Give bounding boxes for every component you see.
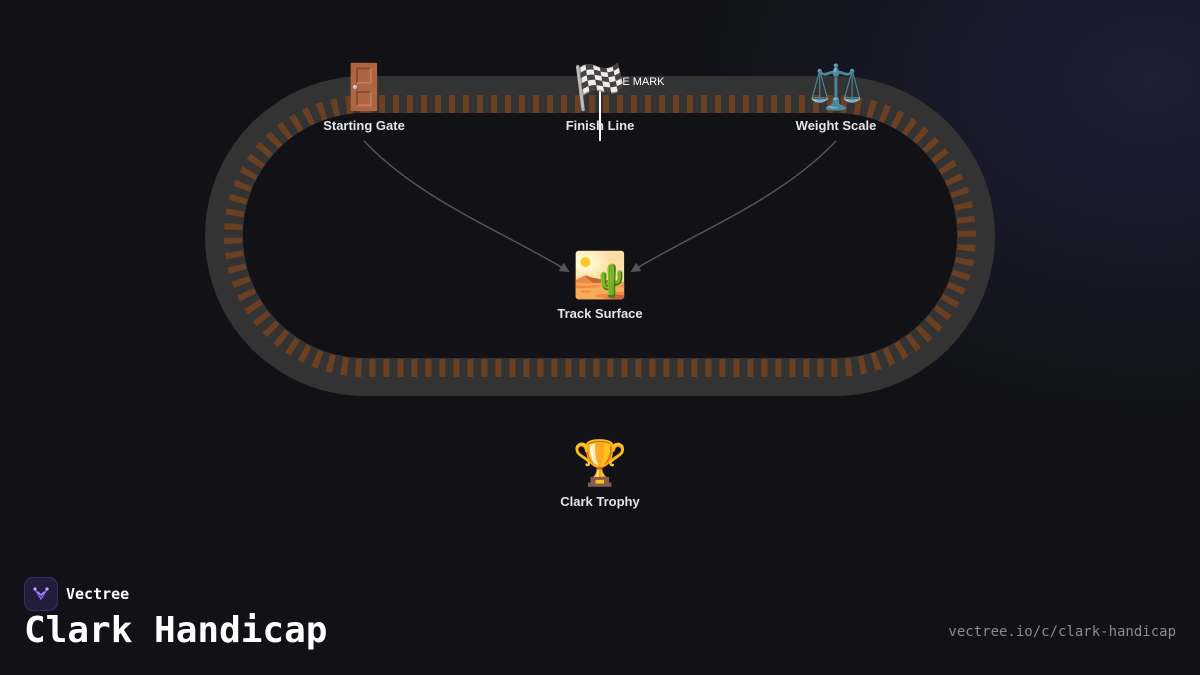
page-title: Clark Handicap <box>24 610 328 651</box>
mile-mark-label: MILE MARK <box>604 76 665 88</box>
node-finish-line[interactable]: 🏁 Finish Line <box>520 62 680 134</box>
balance-scale-icon: ⚖️ <box>808 62 864 113</box>
edge-starting-gate-to-track-surface <box>363 140 570 273</box>
track-rail <box>224 95 976 377</box>
source-url[interactable]: vectree.io/c/clark-handicap <box>948 624 1176 640</box>
brand-name: Vectree <box>66 585 130 603</box>
node-starting-gate[interactable]: 🚪 Starting Gate <box>284 62 444 134</box>
checkered-flag-icon: 🏁 <box>572 62 628 113</box>
node-track-surface[interactable]: 🏜️ Track Surface <box>520 250 680 322</box>
desert-icon: 🏜️ <box>572 250 628 301</box>
brand[interactable]: Vectree <box>24 577 129 611</box>
node-label: Starting Gate <box>323 118 405 133</box>
node-label: Clark Trophy <box>560 494 640 509</box>
node-clark-trophy[interactable]: 🏆 Clark Trophy <box>520 438 680 510</box>
trophy-icon: 🏆 <box>572 438 628 489</box>
node-label: Finish Line <box>565 118 635 133</box>
vectree-logo-icon <box>24 577 58 611</box>
edge-weight-scale-to-track-surface <box>630 140 837 273</box>
node-label: Track Surface <box>557 306 643 321</box>
node-label: Weight Scale <box>795 118 877 133</box>
door-icon: 🚪 <box>336 62 392 113</box>
track-infield <box>243 113 957 358</box>
node-weight-scale[interactable]: ⚖️ Weight Scale <box>756 62 916 134</box>
